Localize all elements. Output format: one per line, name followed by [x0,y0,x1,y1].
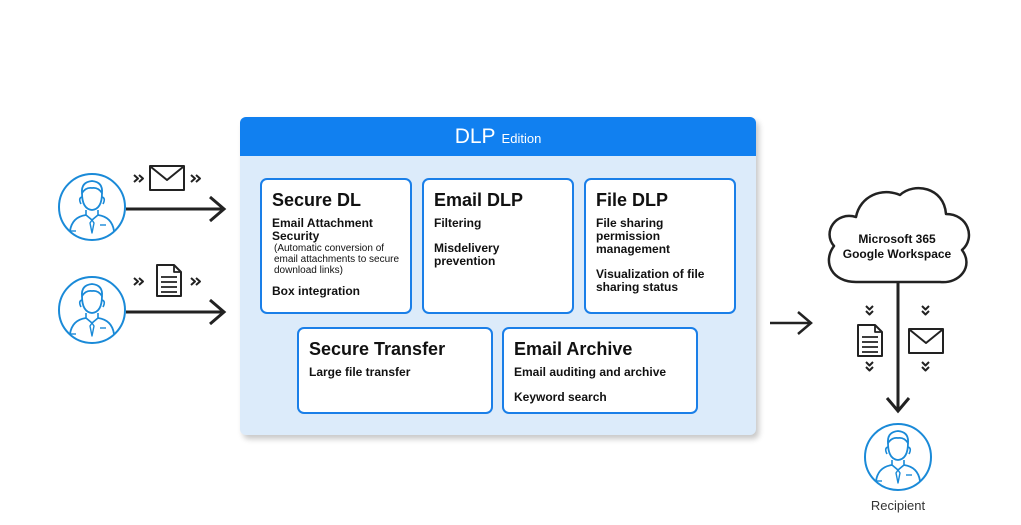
panel-to-cloud-arrow-icon [770,311,813,335]
recipient-label: Recipient [870,498,926,513]
cloud-to-recipient-arrow-icon [885,283,911,414]
panel-title-suffix: Edition [501,131,542,146]
sender-2-arrow-icon [126,298,227,326]
sender-1-user-icon [58,173,126,241]
card-item: Email auditing and archive [514,365,667,379]
sender-1-chevron-left-icon [133,174,144,183]
cloud-label-line2: Google Workspace [842,247,952,261]
cloud-label: Microsoft 365 Google Workspace [826,232,968,262]
sender-2-chevron-left-icon [133,277,144,286]
recipient-user-icon [864,423,932,491]
sender-1-envelope-icon [149,165,185,191]
card-title: File DLP [596,190,669,210]
download-chevron-bottom-left-icon [865,361,874,372]
card-title: Email DLP [434,190,524,210]
card-file-dlp: File DLP File sharing permission managem… [584,178,736,314]
cloud-label-line1: Microsoft 365 [858,232,936,246]
panel-title: DLP [454,124,496,148]
card-email-archive: Email Archive Email auditing and archive… [502,327,698,414]
panel-header: DLP Edition [240,117,756,156]
card-item: Visualization of file sharing status [596,267,705,294]
card-title: Secure DL [272,190,362,210]
download-chevron-top-left-icon [865,305,874,316]
sender-2-chevron-right-icon [190,277,201,286]
card-secure-dl: Secure DL Email Attachment Security (Aut… [260,178,412,314]
dlp-edition-panel: DLP Edition Secure DL Email Attachment S… [240,117,756,435]
card-item: Box integration [272,284,361,298]
sender-1-chevron-right-icon [190,174,201,183]
card-item: Email Attachment Security [272,216,373,243]
card-secure-transfer: Secure Transfer Large file transfer [297,327,493,414]
card-item: Misdelivery prevention [434,241,500,268]
download-chevron-top-right-icon [921,305,930,316]
card-title: Secure Transfer [309,339,446,359]
card-item: Large file transfer [309,365,411,379]
card-item: Filtering [434,216,482,230]
download-document-icon [857,324,883,357]
sender-2-user-icon [58,276,126,344]
card-email-dlp: Email DLP Filtering Misdelivery preventi… [422,178,574,314]
card-title: Email Archive [514,339,633,359]
download-envelope-icon [908,328,944,354]
sender-2-document-icon [156,264,182,297]
download-chevron-bottom-right-icon [921,361,930,372]
sender-1-arrow-icon [126,195,227,223]
card-item: Keyword search [514,390,607,404]
card-item: File sharing permission management [596,216,671,256]
cloud-icon [827,186,971,284]
card-note: (Automatic conversion of email attachmen… [274,243,400,276]
